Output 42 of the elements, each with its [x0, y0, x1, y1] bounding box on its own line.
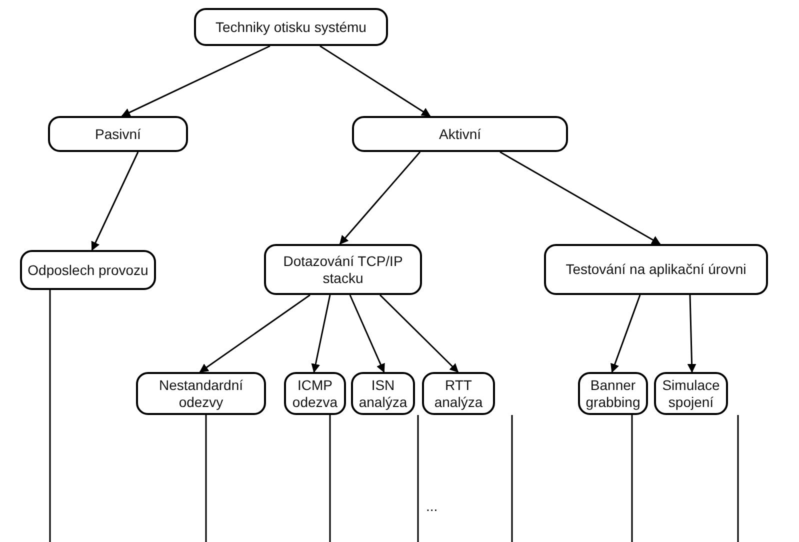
rounded-box	[264, 244, 422, 295]
node-label: Pasivní	[95, 126, 141, 142]
arrow	[687, 294, 696, 373]
ellipsis-text: ...	[426, 498, 438, 514]
rounded-box	[422, 372, 495, 415]
arrow	[349, 294, 385, 373]
rounded-box	[544, 244, 768, 295]
rounded-box	[578, 372, 648, 415]
rounded-box	[194, 8, 388, 46]
arrow	[379, 294, 459, 373]
connector-line	[205, 415, 207, 542]
connector-line	[511, 415, 513, 542]
rounded-box	[48, 116, 188, 152]
arrow	[320, 45, 431, 117]
node-label: ISN analýza	[358, 376, 408, 410]
arrow	[121, 45, 270, 117]
arrow	[311, 294, 331, 373]
arrow	[199, 294, 310, 373]
node-label: RTT analýza	[433, 376, 484, 410]
connector-line	[329, 415, 331, 542]
rounded-box	[654, 372, 728, 415]
node-label: Techniky otisku systému	[216, 18, 366, 36]
connector-line	[631, 415, 633, 542]
rounded-box	[136, 372, 266, 415]
arrow	[500, 151, 661, 245]
rounded-box	[284, 372, 346, 415]
node-label: Odposlech provozu	[28, 262, 148, 278]
node-label: Dotazování TCP/IP stacku	[282, 252, 404, 286]
arrow	[91, 152, 139, 251]
node-label: Simulace spojení	[661, 376, 721, 410]
arrow	[610, 294, 641, 373]
connector-line	[49, 290, 51, 542]
node-label: Testování na aplikační úrovni	[566, 261, 746, 278]
node-label: Banner grabbing	[584, 376, 642, 410]
arrow	[339, 152, 421, 245]
rounded-box	[351, 372, 415, 415]
rounded-box	[352, 116, 568, 152]
connector-line	[737, 415, 739, 542]
node-label: Aktivní	[438, 126, 481, 142]
rounded-box	[20, 250, 156, 290]
node-label: Nestandardní odezvy	[158, 376, 244, 410]
node-label: ICMP odezva	[291, 376, 339, 410]
